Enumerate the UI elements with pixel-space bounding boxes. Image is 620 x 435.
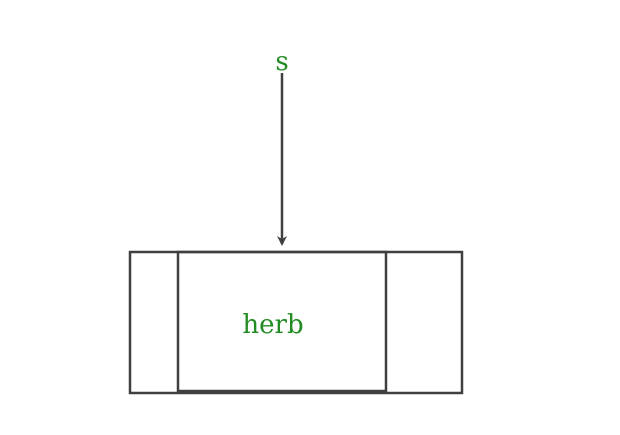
source-label: s xyxy=(275,47,288,77)
node-inner-box xyxy=(176,250,388,393)
node-label: herb xyxy=(242,310,303,340)
